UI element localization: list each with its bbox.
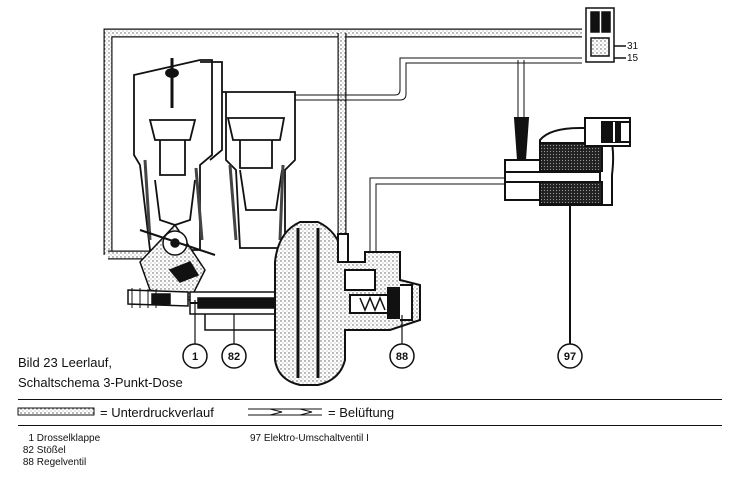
legend-vacuum-label: = Unterdruckverlauf [100,405,214,420]
carburetor [133,58,296,251]
parts-list-item: 88 Regelventil [20,457,100,469]
callout-82: 82 [228,351,240,363]
legend-vent-symbol [248,408,322,416]
parts-list-item: 82 Stößel [20,445,100,457]
figure-caption-line2: Schaltschema 3-Punkt-Dose [18,375,183,390]
legend-vent-label: = Belüftung [328,405,395,420]
figure-caption-line1: Bild 23 Leerlauf, [18,355,112,370]
callout-97: 97 [564,351,576,363]
part-number: 97 [250,433,262,444]
parts-list-item: 1 Drosselklappe [20,433,100,445]
throttle-lever [127,223,216,308]
callout-88: 88 [396,351,408,363]
leader-lines [194,300,403,345]
part-name: Elektro-Umschaltventil I [263,433,369,444]
part-name: Drosselklappe [36,433,101,444]
vent-lines [292,57,582,270]
vacuum-lines [103,28,582,266]
part-number: 88 [22,457,34,468]
terminal-15: 15 [627,53,639,64]
part-number: 82 [22,445,34,456]
parts-list-left: 1 Drosselklappe 82 Stößel 88 Regelventil [20,433,100,469]
divider-bottom [18,425,722,426]
part-number: 1 [28,433,34,444]
callout-1: 1 [192,351,198,363]
diaphragm-unit [274,221,421,386]
divider-top [18,399,722,400]
part-name: Stößel [36,445,66,456]
changeover-valve [504,117,631,345]
legend-vacuum-symbol [17,407,95,416]
parts-list-item: 97 Elektro-Umschaltventil I [250,433,369,445]
switch-unit [585,7,626,63]
terminal-31: 31 [627,41,639,52]
part-name: Regelventil [36,457,87,468]
parts-list-right: 97 Elektro-Umschaltventil I [250,433,369,445]
callout-circles [182,343,583,369]
